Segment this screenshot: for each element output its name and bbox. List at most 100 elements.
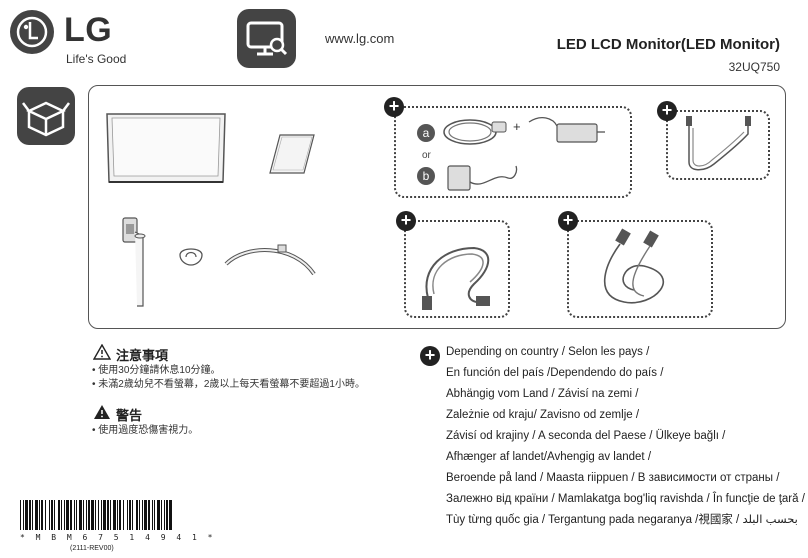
barcode-bar — [41, 500, 43, 530]
barcode-bar — [23, 500, 24, 530]
plus-icon: + — [657, 101, 677, 121]
caution-triangle-icon — [93, 344, 111, 360]
monitor-search-icon — [237, 9, 296, 68]
monitor-illustration — [106, 113, 226, 183]
barcode-bar — [103, 500, 106, 530]
barcode-bar — [25, 500, 28, 530]
plus-icon: + — [384, 97, 404, 117]
caution-list: • 使用30分鐘請休息10分鐘。 • 未滿2歲幼兒不看螢幕，2歲以上每天看螢幕不… — [92, 364, 365, 392]
barcode-bar — [117, 500, 118, 530]
barcode-bar — [129, 500, 131, 530]
barcode-bar — [64, 500, 65, 530]
lg-logo-icon — [10, 10, 54, 54]
barcode-bar — [152, 500, 153, 530]
power-cord-illustration — [443, 119, 507, 145]
country-note-line: En función del país /Dependendo do país … — [446, 367, 664, 379]
package-box-icon — [17, 87, 75, 145]
barcode-bar — [148, 500, 150, 530]
displayport-cable-illustration — [603, 228, 665, 304]
barcode-number: * M B M 6 7 5 1 4 9 4 1 * — [20, 533, 216, 542]
barcode-bar — [51, 500, 53, 530]
warning-item: • 使用過度恐傷害視力。 — [92, 425, 199, 436]
country-note-line: Залежно від країни / Mamlakatga bog'liq … — [446, 493, 805, 505]
barcode-bar — [110, 500, 111, 530]
barcode-bar — [123, 500, 124, 530]
plus-icon: + — [420, 346, 440, 366]
barcode-bar — [54, 500, 55, 530]
country-note-line: Zależnie od kraju/ Zavisno od zemlje / — [446, 409, 640, 421]
barcode-bar — [119, 500, 121, 530]
power-adapter-b-illustration — [447, 165, 518, 191]
power-cable-options-box — [394, 106, 632, 198]
caution-item: • 使用30分鐘請休息10分鐘。 — [92, 365, 221, 376]
barcode-bar — [169, 500, 172, 530]
barcode-bar — [144, 500, 147, 530]
barcode-bar — [76, 500, 77, 530]
stand-body-illustration — [122, 217, 146, 307]
plus-text: + — [513, 119, 521, 134]
warning-triangle-icon — [94, 405, 110, 419]
box-contents-panel — [88, 85, 786, 329]
barcode-bar — [49, 500, 50, 530]
barcode-bar — [83, 500, 84, 530]
barcode-bar — [161, 500, 162, 530]
option-b-badge: b — [417, 167, 435, 185]
barcode-bar — [35, 500, 38, 530]
caution-item: • 未滿2歲幼兒不看螢幕，2歲以上每天看螢幕不要超過1小時。 — [92, 379, 365, 390]
barcode-bar — [66, 500, 69, 530]
hdmi-cable-box — [404, 220, 510, 318]
caution-heading: 注意事項 — [116, 348, 169, 363]
country-note-line: Beroende på land / Maasta riippuen / В з… — [446, 472, 780, 484]
country-note-line: Závisí od krajiny / A seconda del Paese … — [446, 430, 726, 442]
country-note-line: Depending on country / Selon les pays / — [446, 346, 650, 358]
barcode-bar — [39, 500, 40, 530]
barcode-bar — [95, 500, 96, 530]
brand-slogan: Life's Good — [66, 52, 127, 66]
barcode-bar — [20, 500, 21, 530]
brand-name: LG — [64, 11, 113, 49]
or-label: or — [422, 150, 431, 161]
barcode-bar — [45, 500, 46, 530]
barcode-bar — [107, 500, 109, 530]
plus-icon: + — [558, 211, 578, 231]
barcode-bar — [142, 500, 143, 530]
barcode-bar — [74, 500, 75, 530]
barcode-bar — [79, 500, 82, 530]
displayport-cable-box — [567, 220, 713, 318]
plus-icon: + — [396, 211, 416, 231]
hdmi-cable-illustration — [422, 246, 490, 310]
option-a-badge: a — [417, 124, 435, 142]
warning-heading: 警告 — [116, 408, 143, 423]
barcode-bar — [29, 500, 31, 530]
barcode-bar — [70, 500, 72, 530]
barcode-bar — [132, 500, 133, 530]
warning-list: • 使用過度恐傷害視力。 — [92, 424, 198, 438]
barcode-bar — [127, 500, 128, 530]
barcode-bar — [91, 500, 94, 530]
website-link[interactable]: www.lg.com — [325, 31, 395, 46]
country-note-line: Tùy từng quốc gia / Tergantung pada nega… — [446, 514, 798, 526]
barcode-bar — [32, 500, 33, 530]
barcode-bar — [164, 500, 165, 530]
barcode-bar — [98, 500, 99, 530]
barcode-bar — [88, 500, 90, 530]
usb-c-cable-illustration — [686, 116, 751, 171]
barcode-bar — [58, 500, 60, 530]
document-title: LED LCD Monitor(LED Monitor) — [556, 36, 780, 53]
barcode-bar — [101, 500, 102, 530]
barcode — [20, 500, 172, 530]
country-note-line: Afhænger af landet/Avhengig av landet / — [446, 451, 652, 463]
country-note-line: Abhängig vom Land / Závisí na zemi / — [446, 388, 639, 400]
usb-c-cable-box — [666, 110, 770, 180]
barcode-bar — [166, 500, 168, 530]
stand-base-illustration — [224, 244, 316, 276]
barcode-bar — [86, 500, 87, 530]
barcode-bar — [139, 500, 140, 530]
ac-adapter-illustration — [528, 116, 605, 143]
barcode-bar — [61, 500, 62, 530]
barcode-bar — [154, 500, 155, 530]
cable-clip-illustration — [179, 248, 203, 266]
barcode-bar — [157, 500, 160, 530]
country-note: Depending on country / Selon les pays / … — [446, 342, 805, 531]
manual-booklet-illustration — [269, 134, 315, 174]
